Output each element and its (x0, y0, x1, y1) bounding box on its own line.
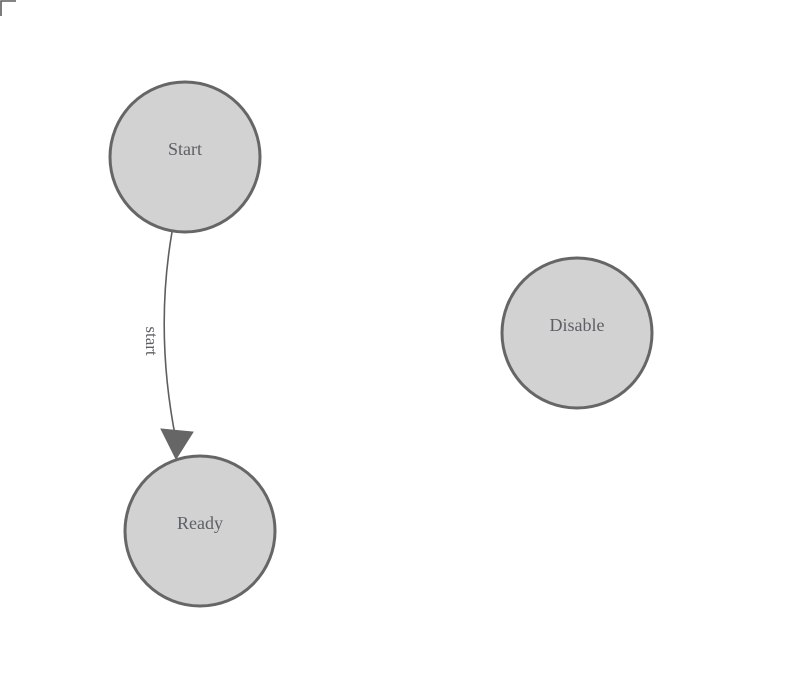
node-ready-circle[interactable] (123, 454, 277, 608)
node-disable-circle[interactable] (500, 256, 654, 410)
node-ready-label: Ready (177, 513, 223, 533)
edge-label-start: start (142, 326, 161, 356)
edge-path-start-to-ready (163, 231, 177, 441)
node-start[interactable]: Start (108, 80, 262, 234)
node-disable-label: Disable (550, 315, 605, 335)
node-ready[interactable]: Ready (123, 454, 277, 608)
arrowhead-icon (160, 428, 194, 461)
node-disable[interactable]: Disable (500, 256, 654, 410)
node-start-circle[interactable] (108, 80, 262, 234)
node-start-label: Start (168, 139, 202, 159)
corner-mark (0, 0, 16, 16)
edge-start-to-ready[interactable]: start (142, 231, 194, 461)
